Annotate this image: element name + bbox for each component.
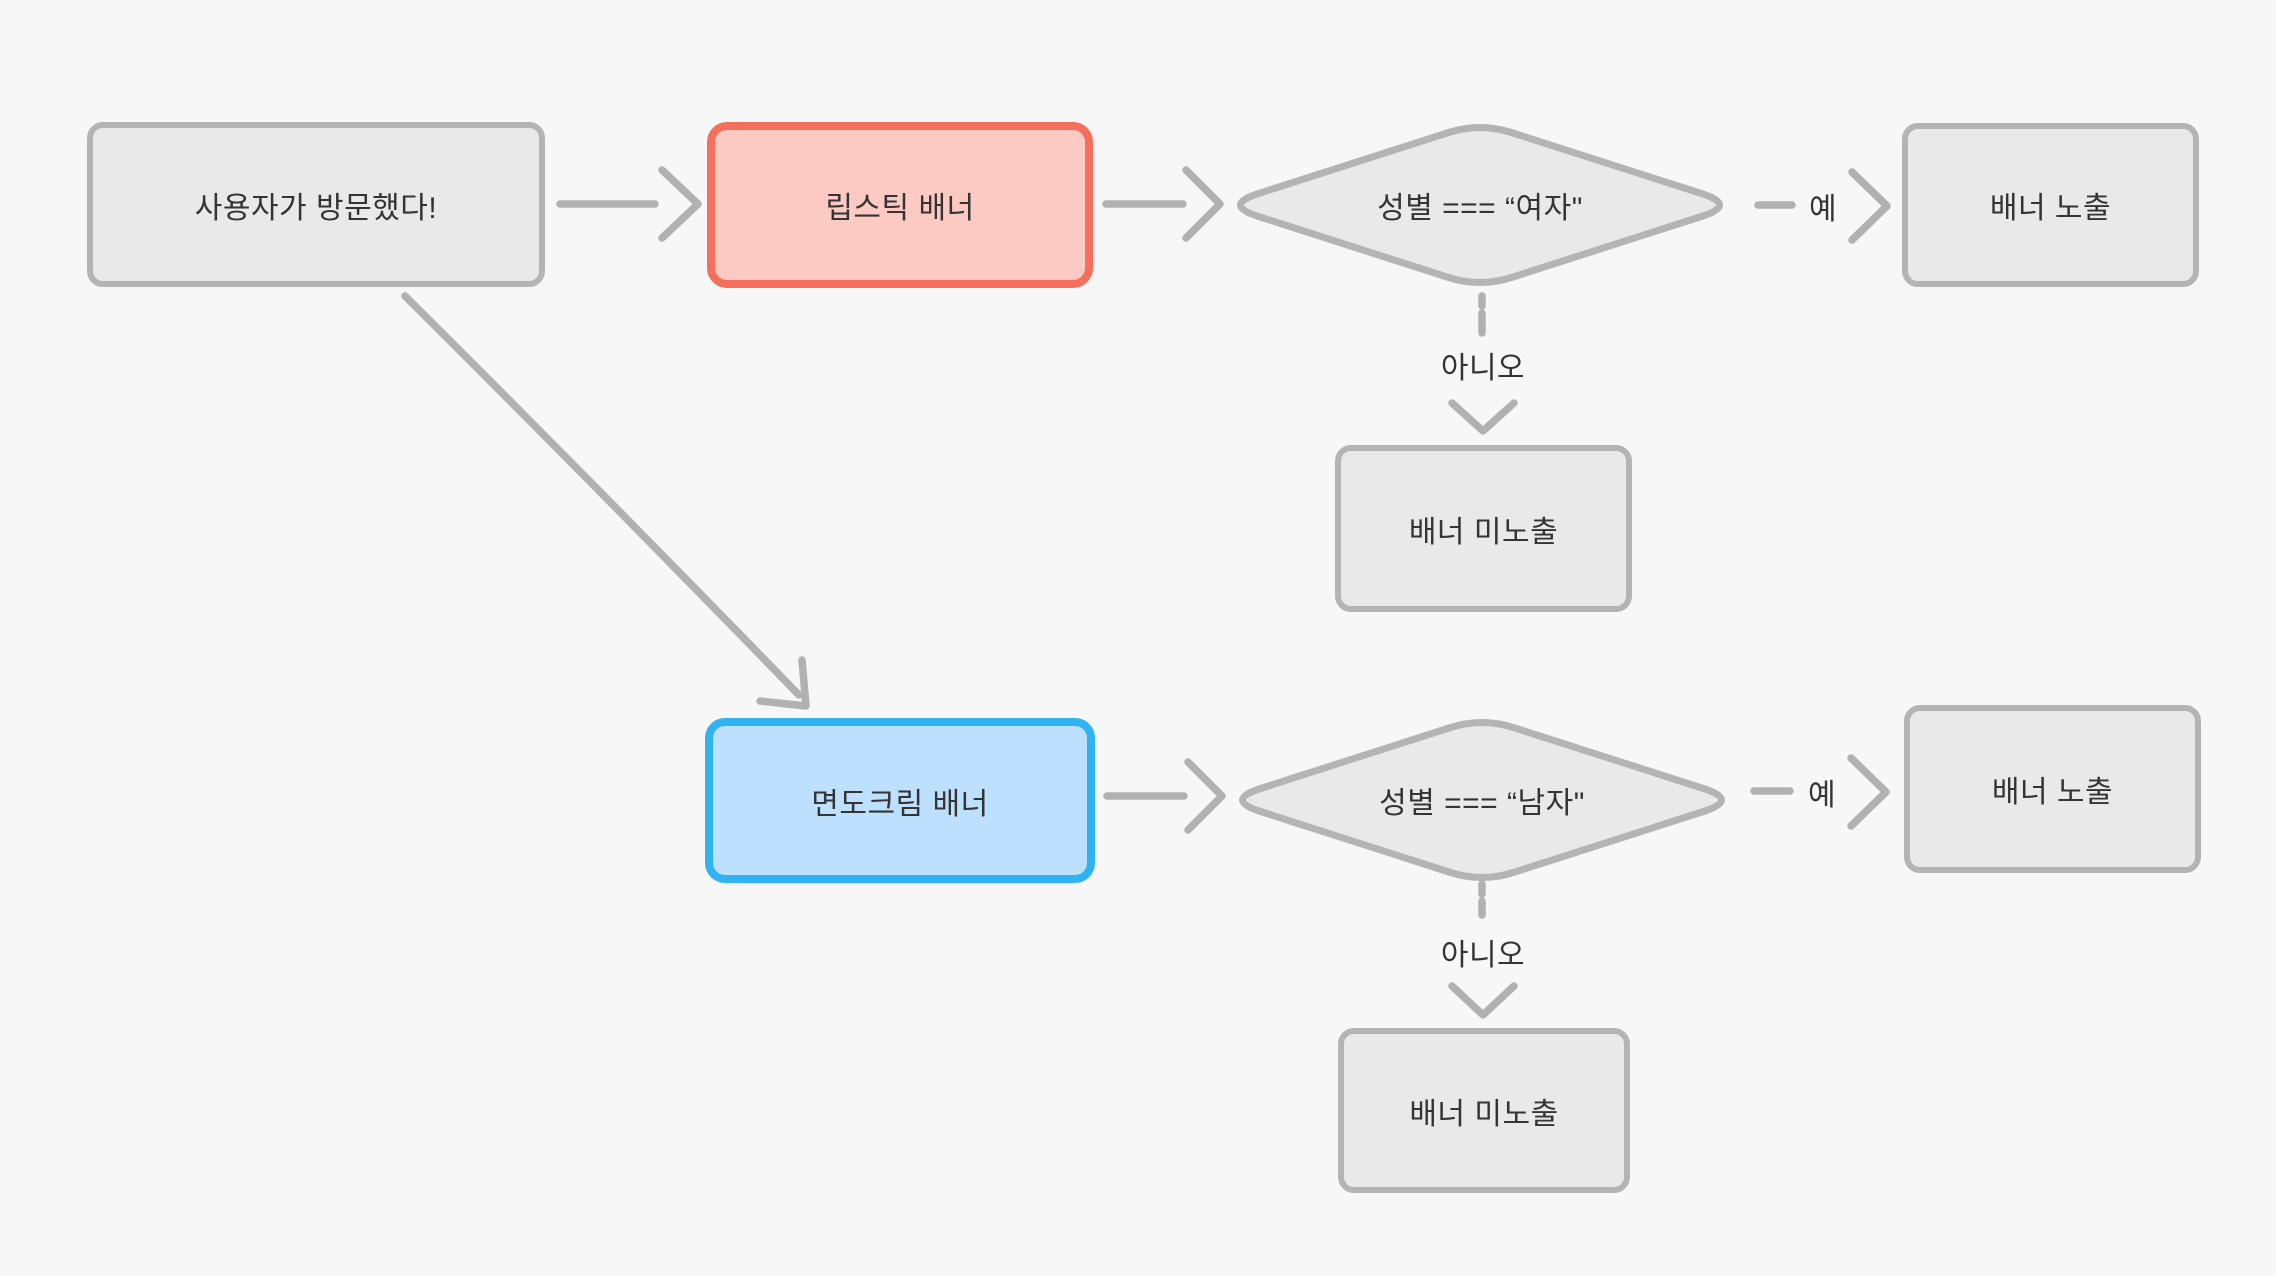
- edge-lipstick-to-condition-arrowhead: [1182, 166, 1224, 242]
- edge-no-male-arrowhead: [1448, 982, 1518, 1019]
- node-lipstick-banner: 립스틱 배너: [707, 122, 1093, 288]
- edge-yes-male-arrowhead: [1847, 754, 1890, 830]
- condition-male-diamond-shape: [1239, 719, 1725, 881]
- node-shaving-cream-banner-label: 면도크림 배너: [811, 787, 989, 821]
- edge-label-yes-female: 예: [1808, 193, 1838, 226]
- node-shaving-cream-banner: 면도크림 배너: [705, 718, 1095, 883]
- node-banner-shown-male: 배너 노출: [1904, 705, 2201, 873]
- node-banner-shown-male-label: 배너 노출: [1991, 776, 2114, 809]
- edge-start-to-shaving-shaft: [401, 292, 803, 699]
- edge-shaving-to-condition-arrowhead: [1184, 758, 1226, 834]
- node-banner-hidden-male-label: 배너 미노출: [1409, 1097, 1559, 1131]
- node-user-visited-label: 사용자가 방문했다!: [194, 191, 438, 225]
- node-banner-hidden-male: 배너 미노출: [1338, 1028, 1630, 1193]
- edge-start-to-shaving-arrowhead: [756, 656, 810, 710]
- node-user-visited: 사용자가 방문했다!: [87, 122, 545, 287]
- edge-label-no-female: 아니오: [1440, 352, 1526, 385]
- condition-female-diamond-shape: [1237, 124, 1723, 286]
- edge-yes-female-arrowhead: [1848, 168, 1891, 244]
- edge-label-yes-male: 예: [1807, 779, 1837, 812]
- node-banner-hidden-female: 배너 미노출: [1335, 445, 1632, 612]
- node-banner-hidden-female-label: 배너 미노출: [1408, 515, 1559, 549]
- node-lipstick-banner-label: 립스틱 배너: [825, 192, 975, 225]
- node-banner-shown-female-label: 배너 노출: [1989, 192, 2112, 225]
- edge-label-no-male: 아니오: [1440, 939, 1526, 972]
- edge-start-to-lipstick-arrowhead: [658, 166, 702, 242]
- edge-no-female-arrowhead: [1448, 399, 1518, 435]
- node-banner-shown-female: 배너 노출: [1902, 123, 2199, 287]
